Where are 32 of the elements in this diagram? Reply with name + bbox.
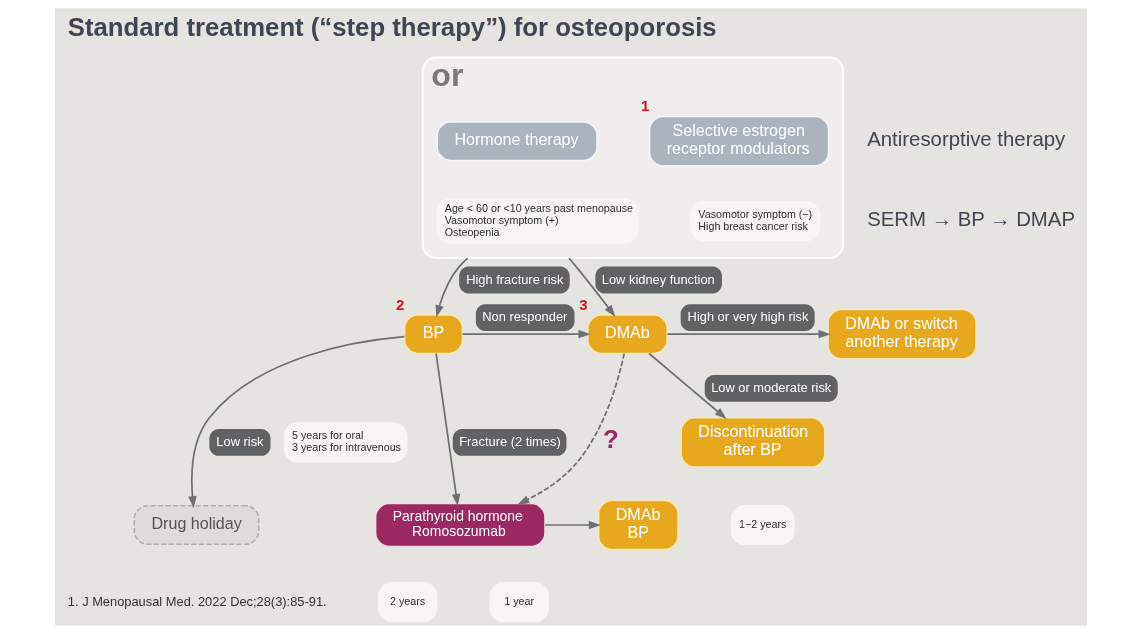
edge-label: Low risk: [215, 434, 264, 450]
arrow: [434, 257, 469, 318]
arrow: [461, 329, 590, 339]
arrow: [647, 352, 727, 420]
edge-label: Non responder: [481, 309, 567, 325]
node-box: DMAb: [586, 314, 668, 355]
edge-label: Low kidney function: [601, 271, 715, 287]
label: Antiresorptive therapy: [866, 128, 1065, 151]
node-box: Selective estrogen receptor modulators: [648, 115, 829, 167]
edge-label: Fracture (2 times): [458, 434, 561, 450]
arrow: [434, 352, 460, 507]
edge-label: High or very high risk: [687, 309, 808, 325]
edge-label: High fracture risk: [465, 271, 563, 287]
arrow: [567, 257, 615, 317]
arrow: [516, 352, 625, 505]
label: SERM → BP → DMAP: [866, 208, 1075, 231]
label: 1. J Menopausal Med. 2022 Dec;28(3):85-91.: [67, 593, 327, 609]
node-label: 2: [395, 295, 404, 313]
arrow: [543, 520, 601, 530]
node-box: Hormone therapy: [435, 121, 598, 162]
node-box: BP: [403, 314, 463, 355]
node-box: Parathyroid hormone Romosozumab: [374, 502, 546, 548]
node-box: DMAb or switch another therapy: [826, 308, 977, 360]
node-box: Drug holiday: [133, 504, 260, 546]
edge-label: Low or moderate risk: [710, 380, 831, 396]
arrow: [666, 329, 831, 339]
node-box: DMAb BP: [597, 499, 679, 551]
node-label: 3: [578, 295, 588, 313]
node-box: Discontinuation after BP: [679, 417, 826, 468]
edge-label: ?: [602, 425, 619, 454]
node-label: 1: [640, 97, 649, 115]
diagram-title: Standard treatment (“step therapy”) for osteoporosis: [67, 13, 717, 42]
